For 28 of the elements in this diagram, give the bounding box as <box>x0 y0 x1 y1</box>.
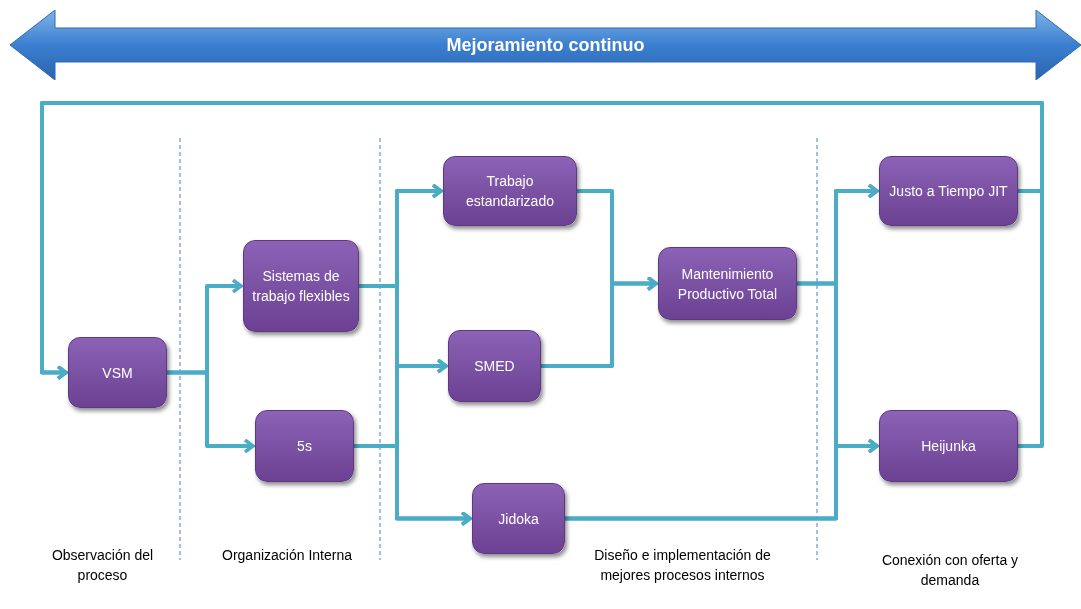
arrow <box>167 370 255 454</box>
column-caption: Conexión con oferta y demanda <box>880 551 1020 590</box>
process-box <box>879 410 1018 482</box>
process-box <box>879 156 1018 226</box>
box-label: Mantenimiento Productivo Total <box>676 264 779 304</box>
box-label: SMED <box>474 357 515 376</box>
box-label: Sistemas de trabajo flexibles <box>251 267 351 306</box>
column-caption: Organización Interna <box>222 546 352 565</box>
box-label: Jidoka <box>498 509 539 529</box>
process-box <box>448 330 541 402</box>
box-label: Trabajo estandarizado <box>465 172 555 211</box>
process-box <box>443 156 577 226</box>
box-label: VSM <box>102 363 133 383</box>
arrow <box>40 101 1044 448</box>
box-label: 5s <box>297 437 312 456</box>
box-label: Justo a Tiempo JIT <box>889 182 1008 201</box>
column-caption: Observación del proceso <box>50 546 155 585</box>
band-title: Mejoramiento continuo <box>446 33 645 57</box>
process-box <box>472 483 565 554</box>
process-box <box>243 240 359 332</box>
process-box <box>255 410 354 482</box>
box-label: Heijunka <box>921 437 976 456</box>
process-box <box>658 247 797 320</box>
arrow <box>565 438 879 521</box>
arrow <box>354 444 472 527</box>
process-box <box>68 337 167 408</box>
column-caption: Diseño e implementación de mejores procesos internos <box>593 546 772 585</box>
arrow <box>541 275 658 368</box>
